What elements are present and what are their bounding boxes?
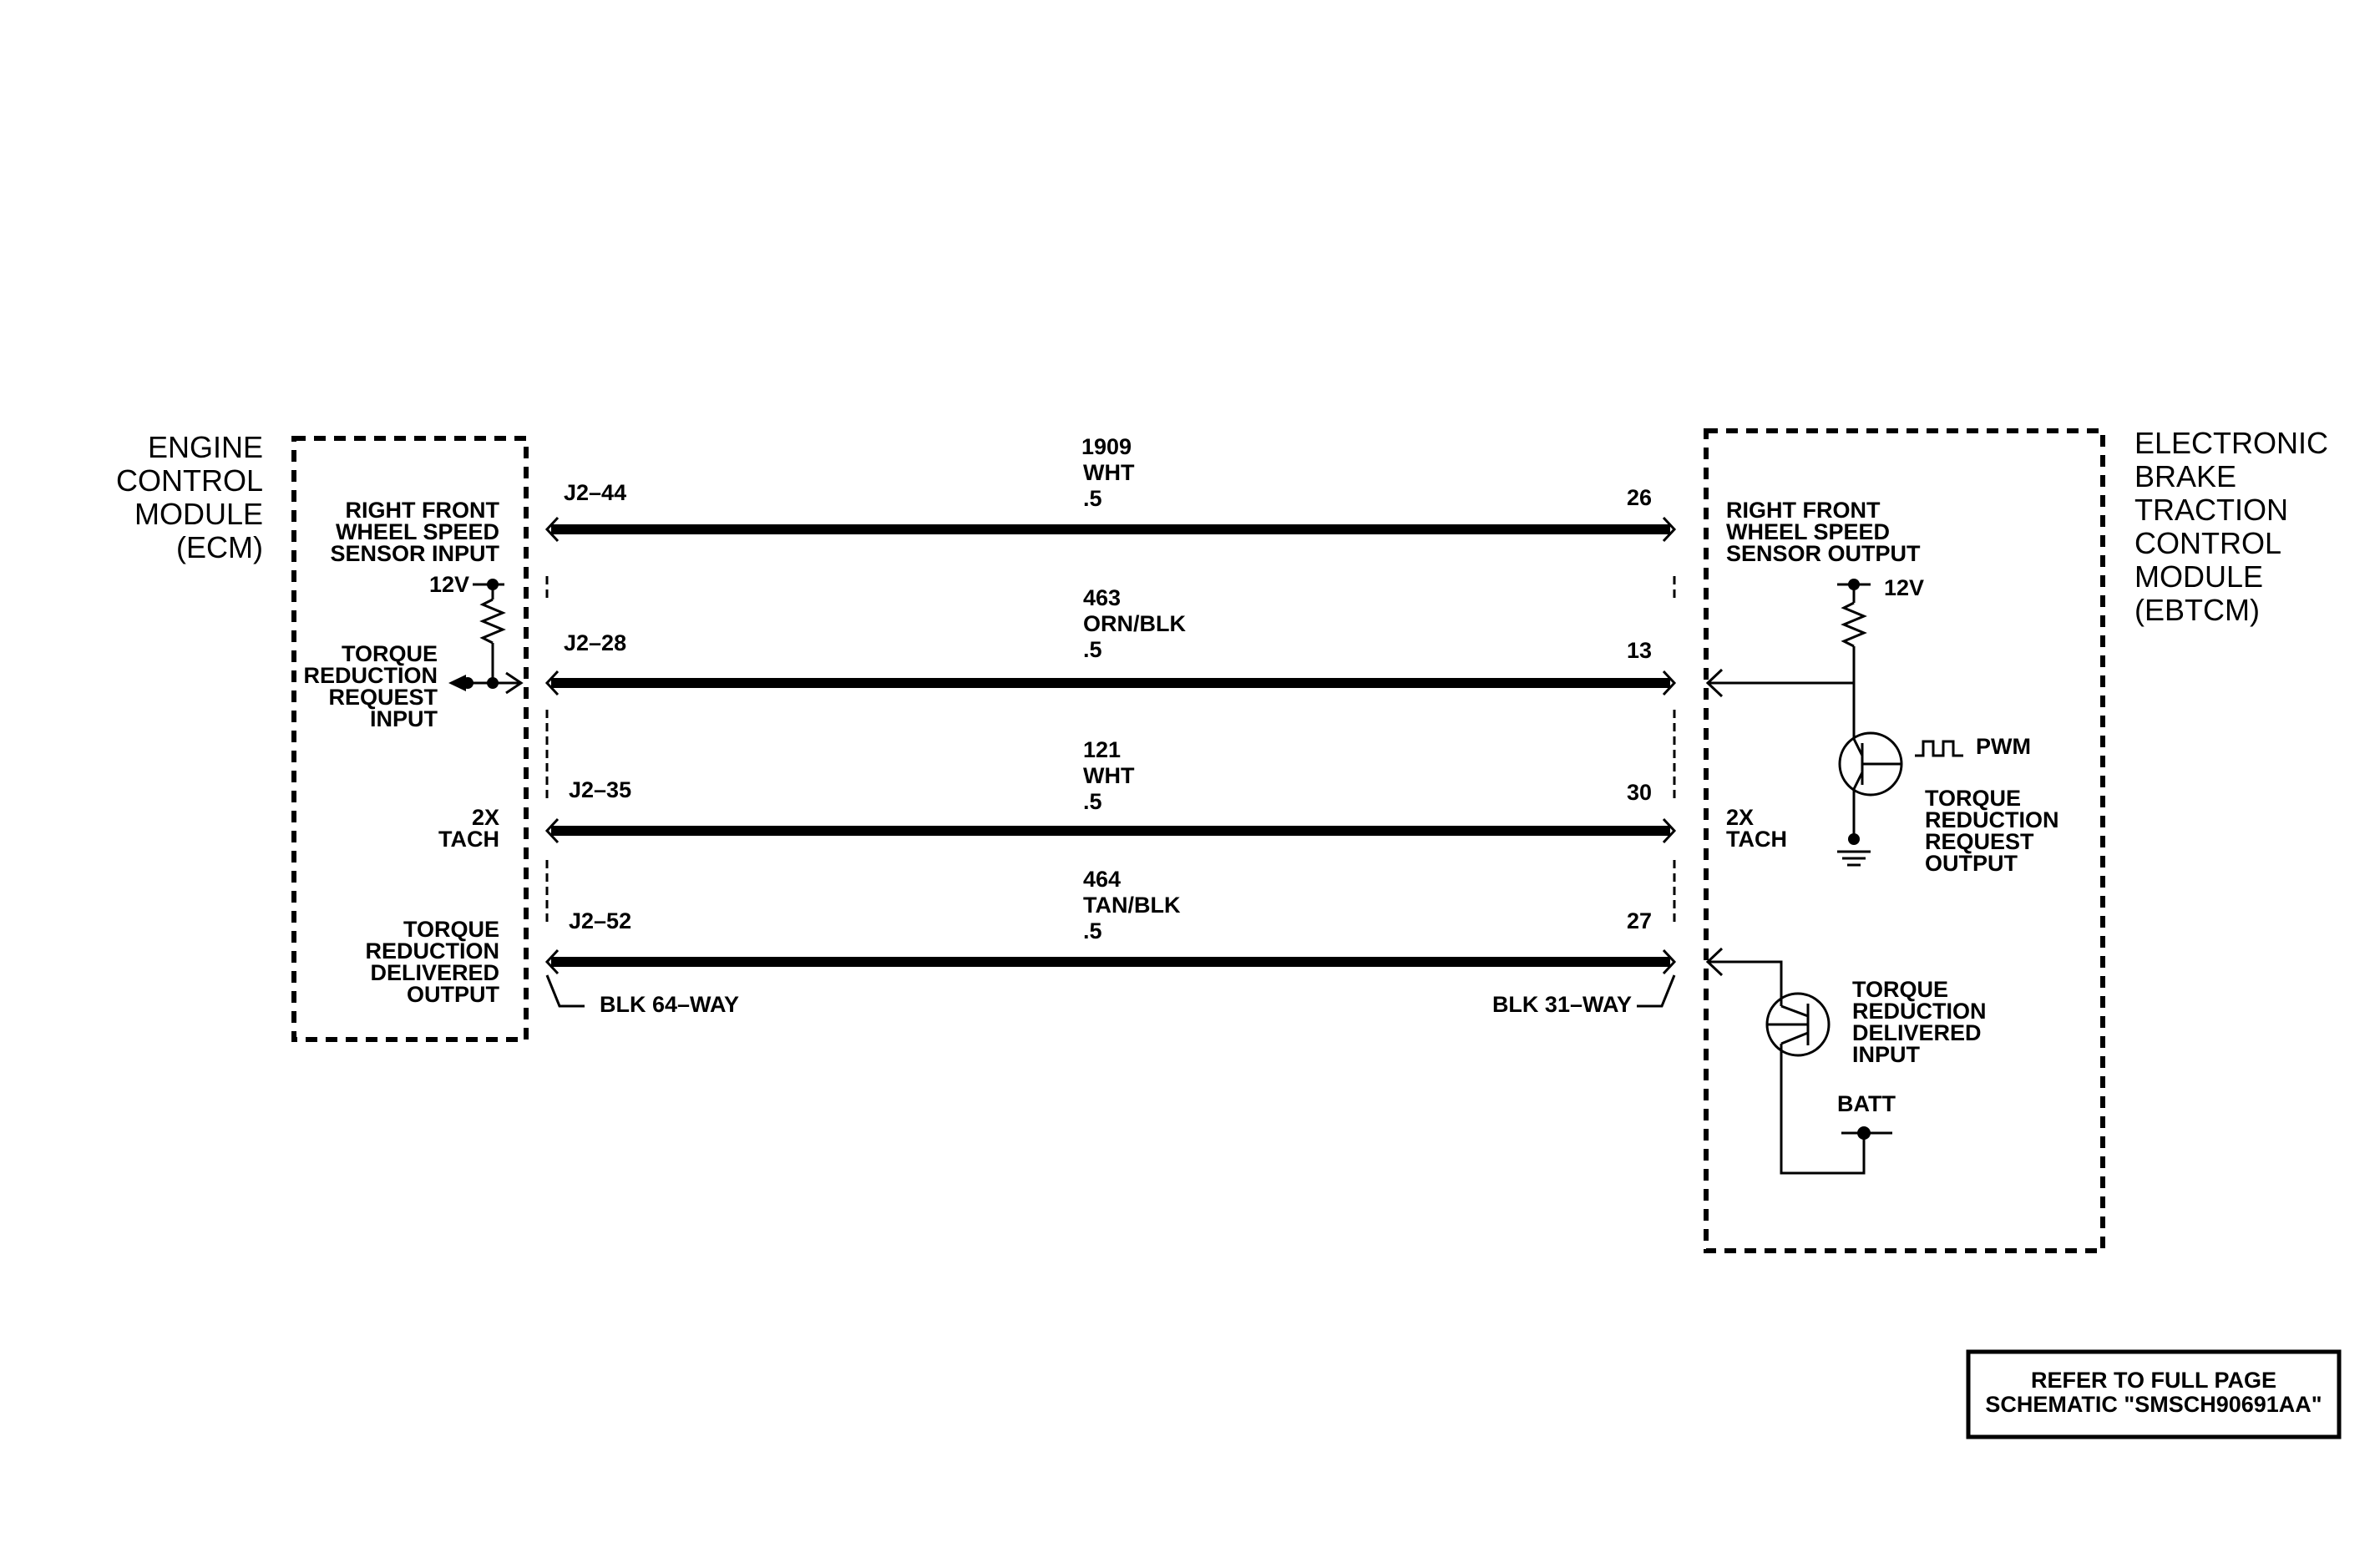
wire-ecm-pin: J2–35 — [569, 777, 631, 802]
ecm-torque-request-arrow — [448, 675, 466, 691]
wire-ebtcm-pin: 30 — [1627, 780, 1652, 805]
wire-color: ORN/BLK — [1083, 611, 1186, 636]
wire-ebtcm-pin: 27 — [1627, 908, 1652, 933]
ecm-tach-label: 2X TACH — [438, 805, 499, 852]
wire-121: J2–35 30 121 WHT .5 — [544, 737, 1677, 844]
svg-text:SENSOR INPUT: SENSOR INPUT — [330, 541, 499, 566]
ebtcm-box — [1704, 428, 2105, 1253]
svg-text:INPUT: INPUT — [1852, 1042, 1921, 1067]
wire-ecm-pin: J2–52 — [569, 908, 631, 933]
wire-color: TAN/BLK — [1083, 893, 1181, 918]
svg-text:OUTPUT: OUTPUT — [1925, 851, 2018, 876]
ecm-title: ENGINE CONTROL MODULE (ECM) — [116, 430, 263, 564]
svg-text:12V: 12V — [429, 572, 469, 597]
svg-text:(EBTCM): (EBTCM) — [2134, 593, 2260, 627]
batt-node — [1857, 1126, 1871, 1140]
ebtcm-resistor — [1841, 601, 1867, 648]
svg-text:2X: 2X — [472, 805, 499, 830]
ebtcm-request-driver-circuit: 12V PWM — [1705, 575, 2031, 867]
svg-text:WHEEL SPEED: WHEEL SPEED — [1726, 519, 1890, 544]
svg-text:ENGINE: ENGINE — [148, 430, 263, 464]
wire-color: WHT — [1083, 460, 1135, 485]
svg-text:DELIVERED: DELIVERED — [1852, 1020, 1982, 1045]
svg-text:OUTPUT: OUTPUT — [407, 982, 500, 1007]
wire-circuit: 121 — [1083, 737, 1121, 762]
wire-gauge: .5 — [1083, 789, 1102, 814]
svg-text:RIGHT FRONT: RIGHT FRONT — [346, 498, 500, 523]
ebtcm-torque-request-output-label: TORQUE REDUCTION REQUEST OUTPUT — [1925, 786, 2059, 876]
reference-note: REFER TO FULL PAGE SCHEMATIC "SMSCH90691… — [1966, 1349, 2342, 1439]
ecm-torque-delivered-output-label: TORQUE REDUCTION DELIVERED OUTPUT — [366, 917, 500, 1007]
svg-text:2X: 2X — [1726, 805, 1754, 830]
ecm-connector-label: BLK 64–WAY — [600, 992, 739, 1017]
wire-ecm-pin: J2–44 — [564, 480, 626, 505]
svg-text:TRACTION: TRACTION — [2134, 493, 2288, 527]
wire-circuit: 464 — [1083, 867, 1121, 892]
wire-464: J2–52 27 464 TAN/BLK .5 — [544, 867, 1677, 975]
svg-text:TACH: TACH — [438, 827, 499, 852]
ecm-pullup-circuit: 12V — [429, 572, 524, 695]
svg-text:REDUCTION: REDUCTION — [304, 663, 438, 688]
svg-text:(ECM): (ECM) — [176, 530, 263, 564]
ebtcm-tach-label: 2X TACH — [1726, 805, 1787, 852]
ebtcm-delivered-input-circuit: BATT — [1705, 947, 1896, 1175]
wire-ebtcm-pin: 13 — [1627, 638, 1652, 663]
pwm-waveform-icon — [1915, 740, 1963, 757]
svg-text:REFER TO FULL PAGE: REFER TO FULL PAGE — [2031, 1368, 2276, 1393]
ecm-torque-request-input-label: TORQUE REDUCTION REQUEST INPUT — [304, 641, 438, 731]
wire-circuit: 1909 — [1081, 434, 1132, 459]
svg-text:SENSOR OUTPUT: SENSOR OUTPUT — [1726, 541, 1921, 566]
svg-text:MODULE: MODULE — [2134, 559, 2263, 594]
ebtcm-rf-speed-output-label: RIGHT FRONT WHEEL SPEED SENSOR OUTPUT — [1726, 498, 1921, 566]
wire-ebtcm-pin: 26 — [1627, 485, 1652, 510]
svg-text:PWM: PWM — [1976, 734, 2031, 759]
svg-text:REDUCTION: REDUCTION — [1925, 807, 2059, 832]
svg-text:REDUCTION: REDUCTION — [366, 938, 500, 964]
ebtcm-input-arrow — [1705, 668, 1724, 698]
ecm-box — [291, 436, 529, 1042]
svg-text:BATT: BATT — [1837, 1091, 1896, 1116]
svg-text:BRAKE: BRAKE — [2134, 459, 2236, 493]
svg-text:TORQUE: TORQUE — [403, 917, 499, 942]
svg-text:TORQUE: TORQUE — [342, 641, 438, 666]
svg-text:INPUT: INPUT — [370, 706, 438, 731]
ebtcm-torque-delivered-input-label: TORQUE REDUCTION DELIVERED INPUT — [1852, 977, 1987, 1067]
ebtcm-title: ELECTRONIC BRAKE TRACTION CONTROL MODULE… — [2134, 426, 2328, 627]
svg-text:MODULE: MODULE — [134, 497, 263, 531]
wire-gauge: .5 — [1083, 637, 1102, 662]
wire-color: WHT — [1083, 763, 1135, 788]
wire-463: J2–28 13 463 ORN/BLK .5 — [544, 585, 1677, 696]
svg-text:TACH: TACH — [1726, 827, 1787, 852]
wire-1909: J2–44 26 1909 WHT .5 — [544, 434, 1677, 543]
wire-circuit: 463 — [1083, 585, 1121, 610]
svg-text:RIGHT FRONT: RIGHT FRONT — [1726, 498, 1881, 523]
wire-ecm-pin: J2–28 — [564, 630, 626, 655]
svg-text:DELIVERED: DELIVERED — [370, 960, 499, 985]
wire-gauge: .5 — [1083, 486, 1102, 511]
svg-text:CONTROL: CONTROL — [116, 463, 263, 498]
svg-text:ELECTRONIC: ELECTRONIC — [2134, 426, 2328, 460]
svg-text:REQUEST: REQUEST — [1925, 829, 2034, 854]
svg-text:REDUCTION: REDUCTION — [1852, 999, 1987, 1024]
svg-text:WHEEL SPEED: WHEEL SPEED — [336, 519, 499, 544]
ebtcm-delivered-arrow — [1705, 947, 1724, 977]
svg-text:12V: 12V — [1884, 575, 1924, 600]
ecm-connector-edge — [545, 576, 585, 1008]
svg-text:CONTROL: CONTROL — [2134, 526, 2281, 560]
ebtcm-connector-label: BLK 31–WAY — [1492, 992, 1632, 1017]
ebtcm-connector-edge — [1637, 576, 1676, 1008]
svg-text:TORQUE: TORQUE — [1852, 977, 1948, 1002]
ecm-resistor — [479, 598, 506, 645]
ecm-rf-speed-input-label: RIGHT FRONT WHEEL SPEED SENSOR INPUT — [330, 498, 499, 566]
wire-gauge: .5 — [1083, 918, 1102, 943]
svg-text:SCHEMATIC "SMSCH90691AA": SCHEMATIC "SMSCH90691AA" — [1985, 1392, 2322, 1417]
svg-text:REQUEST: REQUEST — [328, 685, 438, 710]
svg-text:TORQUE: TORQUE — [1925, 786, 2021, 811]
